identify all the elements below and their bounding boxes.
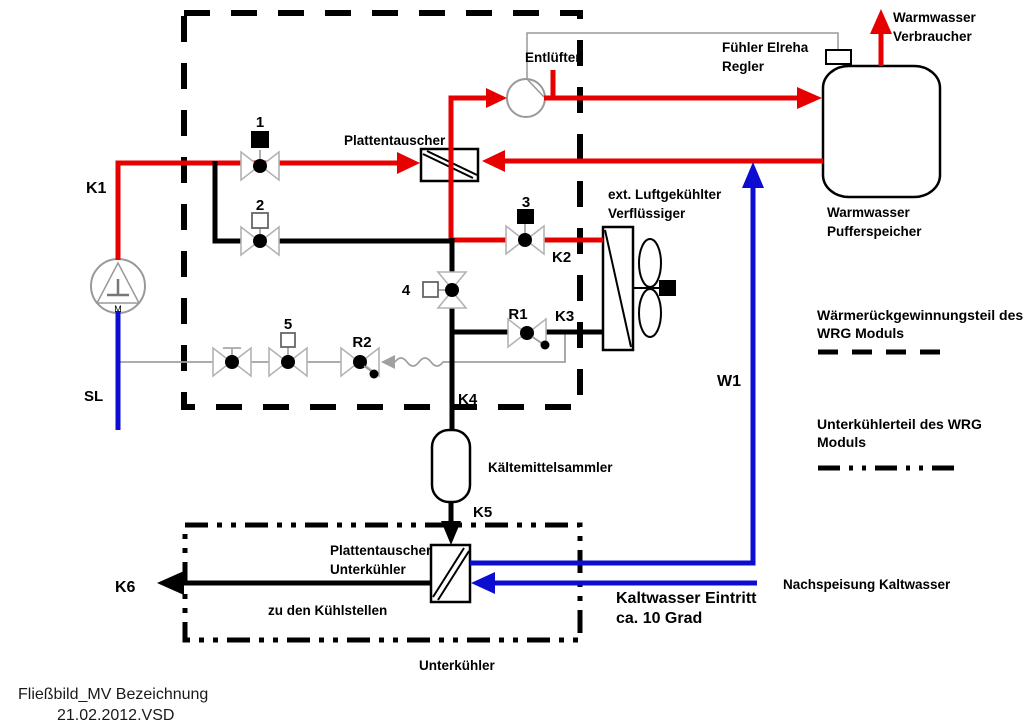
valve-5 [268, 332, 308, 378]
valve-1 [240, 131, 280, 182]
manual-valve [212, 346, 252, 378]
subcooler-heat-exchanger [429, 543, 472, 604]
legend-wrg-text-1: Wärmerückgewinnungsteil des [817, 307, 1023, 323]
arrow-into-tank [797, 87, 822, 109]
arrow-w1-into-return [742, 162, 764, 188]
valve-1-actuator [251, 131, 269, 148]
sensor-control-line [526, 32, 852, 79]
label-k6: K6 [115, 579, 136, 596]
legend-subcooler-text-2: Moduls [817, 434, 866, 450]
arrow-cold-into-subcooler [471, 572, 495, 594]
label-k1: K1 [86, 180, 107, 197]
label-hot-water-consumer-2: Verbraucher [893, 29, 973, 44]
arrow-into-vent-pump [486, 88, 507, 108]
label-sl: SL [84, 388, 103, 405]
condenser-fan [634, 238, 676, 338]
label-r2: R2 [352, 334, 371, 351]
arrow-to-consumer [870, 9, 892, 34]
valve-3-actuator [517, 209, 534, 224]
label-valve-5: 5 [284, 316, 292, 333]
footer-title: Fließbild_MV Bezeichnung [18, 686, 208, 703]
label-k3: K3 [555, 308, 574, 325]
label-makeup-cold-water: Nachspeisung Kaltwasser [783, 577, 951, 592]
label-valve-2: 2 [256, 197, 264, 214]
refrigerant-lines [157, 161, 603, 595]
buffer-tank [821, 64, 942, 199]
label-buffer-tank-2: Pufferspeicher [827, 224, 922, 239]
label-r1: R1 [508, 306, 527, 323]
label-condenser-1: ext. Luftgekühlter [608, 187, 722, 202]
label-subcooler-hx-2: Unterkühler [330, 562, 407, 577]
arrow-to-cooling-points [157, 571, 184, 595]
refrigerant-receiver [430, 428, 472, 504]
valve-4-actuator [422, 281, 439, 298]
label-hot-water-consumer-1: Warmwasser [893, 10, 977, 25]
valve-r2 [340, 346, 380, 379]
capillary-line [381, 334, 566, 369]
label-valve-1: 1 [256, 114, 264, 131]
label-k4: K4 [458, 391, 478, 408]
valve-4 [422, 271, 468, 309]
label-subcooler-hx-1: Plattentauscher [330, 543, 432, 558]
wrg-module-border [181, 10, 583, 410]
footer-filename: 21.02.2012.VSD [57, 707, 174, 724]
hot-water-lines [115, 9, 892, 260]
capillary-arrow [381, 355, 395, 369]
circulation-pump: M [90, 258, 146, 314]
temperature-sensor [825, 49, 852, 65]
arrow-return-into-heat-exchanger [482, 150, 505, 172]
label-w1: W1 [717, 373, 741, 390]
label-cooling-points: zu den Kühlstellen [268, 603, 387, 618]
arrow-into-heat-exchanger [397, 152, 420, 174]
label-valve-4: 4 [402, 282, 411, 299]
label-k2: K2 [552, 249, 571, 266]
valve-2 [240, 212, 280, 257]
valve-r2-sensor-bulb [369, 369, 379, 379]
label-valve-3: 3 [522, 194, 530, 211]
label-cold-water-inlet-1: Kaltwasser Eintritt [616, 590, 757, 607]
label-sensor-controller-2: Regler [722, 59, 765, 74]
fan-motor [659, 280, 676, 296]
label-air-vent: Entlüfter [525, 50, 581, 65]
heat-exchanger-to-vent-line [448, 95, 487, 240]
valve-r1 [507, 317, 550, 350]
label-plate-heat-exchanger: Plattentauscher [344, 133, 446, 148]
valve-2-actuator [251, 212, 269, 229]
bypass-line [212, 161, 450, 244]
valve-3 [505, 209, 545, 256]
valve-5-actuator [280, 332, 296, 348]
label-buffer-tank-1: Warmwasser [827, 205, 911, 220]
legend-subcooler-text-1: Unterkühlerteil des WRG [817, 416, 982, 432]
k1-supply-line [115, 160, 398, 260]
legend-wrg-text-2: WRG Moduls [817, 325, 904, 341]
condenser [601, 225, 635, 352]
label-receiver: Kältemittelsammler [488, 460, 613, 475]
valve-r1-sensor-bulb [540, 340, 550, 350]
label-condenser-2: Verflüssiger [608, 206, 686, 221]
air-vent-pump [506, 78, 546, 118]
label-k5: K5 [473, 504, 492, 521]
label-sensor-controller-1: Fühler Elreha [722, 40, 809, 55]
pump-motor-letter: M [114, 304, 122, 314]
w1-line [470, 185, 756, 566]
label-cold-water-inlet-2: ca. 10 Grad [616, 610, 702, 627]
arrow-into-subcooler [441, 521, 461, 545]
cold-water-lines [115, 162, 764, 594]
label-subcooler-section: Unterkühler [419, 658, 496, 673]
